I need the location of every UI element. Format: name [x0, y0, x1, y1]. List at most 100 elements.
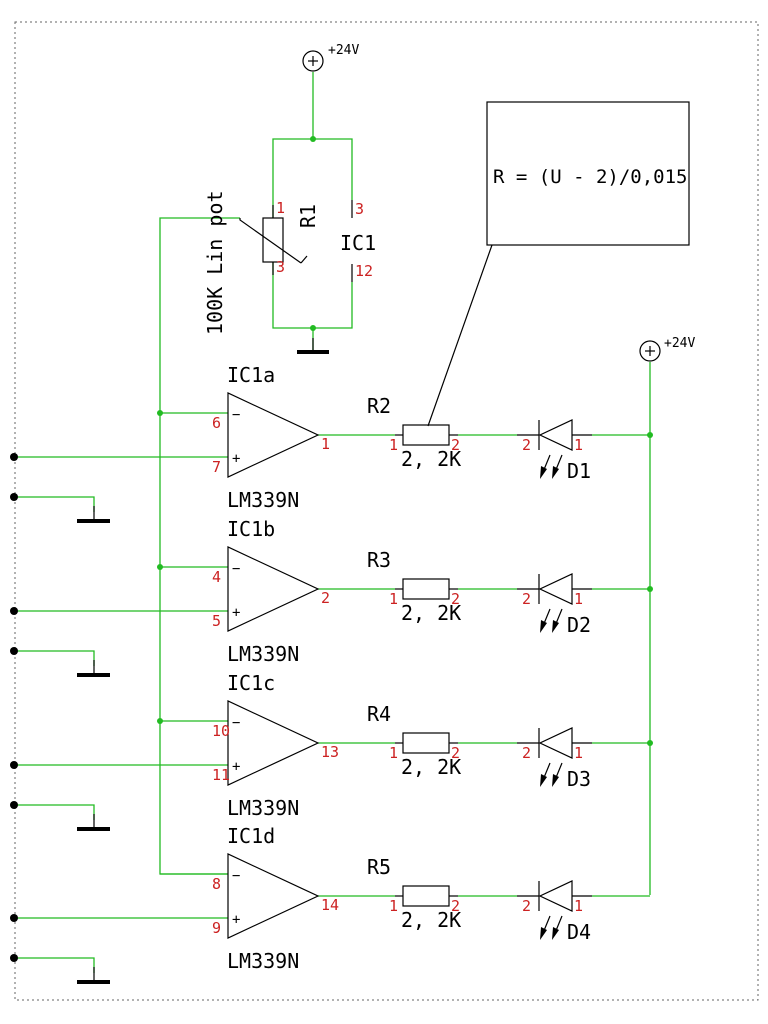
- comparator-plus-sign: +: [232, 759, 240, 775]
- comparator-part-label: LM339N: [227, 949, 299, 973]
- comparator-ref-label: IC1a: [227, 363, 275, 387]
- led-arrow-head: [540, 466, 547, 479]
- output-pin-label: 14: [321, 896, 339, 914]
- led-pin-k-label: 1: [574, 897, 583, 915]
- resistor-pin2-label: 2: [451, 590, 460, 608]
- resistor-ref-label: R2: [367, 394, 391, 418]
- resistor-value-label: 2, 2K: [401, 755, 461, 779]
- led-arrow-head: [552, 620, 559, 633]
- comparator-ref-label: IC1d: [227, 824, 275, 848]
- comparator-minus-sign: −: [232, 561, 240, 577]
- led-arrow-head: [552, 927, 559, 940]
- led-pin-a-label: 2: [522, 436, 531, 454]
- resistor-body: [402, 424, 450, 446]
- led-arrow-head: [552, 466, 559, 479]
- resistor-ref-label: R3: [367, 548, 391, 572]
- comparator-ref-label: IC1b: [227, 517, 275, 541]
- input-terminal: [10, 607, 18, 615]
- comparator-plus-sign: +: [232, 451, 240, 467]
- ic-power-ref: IC1: [340, 231, 376, 255]
- resistor-pin1-label: 1: [389, 744, 398, 762]
- led-arrow-head: [540, 620, 547, 633]
- resistor-pin1-label: 1: [389, 590, 398, 608]
- led-ref-label: D4: [567, 920, 591, 944]
- led-ref-label: D2: [567, 613, 591, 637]
- led-ref-label: D3: [567, 767, 591, 791]
- resistor-pin2-label: 2: [451, 897, 460, 915]
- led-pin-k-label: 1: [574, 590, 583, 608]
- comparator-part-label: LM339N: [227, 796, 299, 820]
- pot-ref-label: R1: [296, 204, 320, 228]
- ground-wire: [14, 496, 95, 512]
- comparator-ref-label: IC1c: [227, 671, 275, 695]
- comparator-part-label: LM339N: [227, 642, 299, 666]
- resistor-value-label: 2, 2K: [401, 447, 461, 471]
- pot-value-label: 100K Lin pot: [203, 191, 227, 336]
- comparator-symbol: [227, 700, 320, 786]
- comparator-symbol: [227, 853, 320, 939]
- input-terminal: [10, 914, 18, 922]
- inverting-pin-label: 10: [212, 722, 230, 740]
- input-terminal: [10, 761, 18, 769]
- led-triangle: [538, 880, 573, 912]
- ic-power-pin-3: 3: [355, 200, 364, 218]
- comparator-minus-sign: −: [232, 407, 240, 423]
- resistor-pin1-label: 1: [389, 897, 398, 915]
- ground-symbol-bar: [77, 980, 110, 984]
- supply-top-label: +24V: [328, 43, 359, 58]
- supply-right-label: +24V: [664, 336, 695, 351]
- right-supply: +24V: [639, 336, 695, 895]
- sheet-border: [14, 21, 759, 1001]
- junction-dot: [157, 564, 163, 570]
- ground-symbol-bar: [77, 827, 110, 831]
- ground-symbol-bar: [77, 673, 110, 677]
- pot-pin-1: 1: [276, 199, 285, 217]
- resistor-ref-label: R5: [367, 855, 391, 879]
- resistor-value-label: 2, 2K: [401, 601, 461, 625]
- junction-dot: [157, 718, 163, 724]
- noninverting-pin-label: 7: [212, 458, 221, 476]
- junction-dot: [647, 432, 653, 438]
- ground-wire: [14, 804, 95, 820]
- resistor-ref-label: R4: [367, 702, 391, 726]
- comparator-symbol: [227, 392, 320, 478]
- comparator-minus-sign: −: [232, 868, 240, 884]
- ground-terminal: [10, 647, 18, 655]
- ic1-power-pins: 3 12 IC1: [340, 200, 376, 282]
- top-ground-symbol: [297, 338, 329, 354]
- comparator-plus-sign: +: [232, 605, 240, 621]
- pot-pin-3: 3: [276, 258, 285, 276]
- resistor-pin2-label: 2: [451, 744, 460, 762]
- led-pin-k-label: 1: [574, 436, 583, 454]
- input-terminal: [10, 453, 18, 461]
- potentiometer-r1: 1 3 R1 100K Lin pot: [203, 191, 320, 336]
- ground-wire: [14, 957, 95, 973]
- led-triangle: [538, 419, 573, 451]
- resistor-pin2-label: 2: [451, 436, 460, 454]
- noninverting-pin-label: 11: [212, 766, 230, 784]
- formula-text: R = (U - 2)/0,015: [493, 166, 687, 188]
- output-pin-label: 2: [321, 589, 330, 607]
- led-pin-a-label: 2: [522, 897, 531, 915]
- led-arrow-head: [552, 774, 559, 787]
- led-ref-label: D1: [567, 459, 591, 483]
- led-arrow-head: [540, 927, 547, 940]
- comparator-plus-sign: +: [232, 912, 240, 928]
- led-arrow-head: [540, 774, 547, 787]
- output-pin-label: 13: [321, 743, 339, 761]
- resistor-pin1-label: 1: [389, 436, 398, 454]
- inverting-pin-label: 6: [212, 414, 221, 432]
- inverting-pin-label: 8: [212, 875, 221, 893]
- ground-terminal: [10, 493, 18, 501]
- noninverting-pin-label: 9: [212, 919, 221, 937]
- inverting-pin-label: 4: [212, 568, 221, 586]
- output-pin-label: 1: [321, 435, 330, 453]
- ground-terminal: [10, 954, 18, 962]
- comparator-minus-sign: −: [232, 715, 240, 731]
- led-pin-a-label: 2: [522, 744, 531, 762]
- ground-terminal: [10, 801, 18, 809]
